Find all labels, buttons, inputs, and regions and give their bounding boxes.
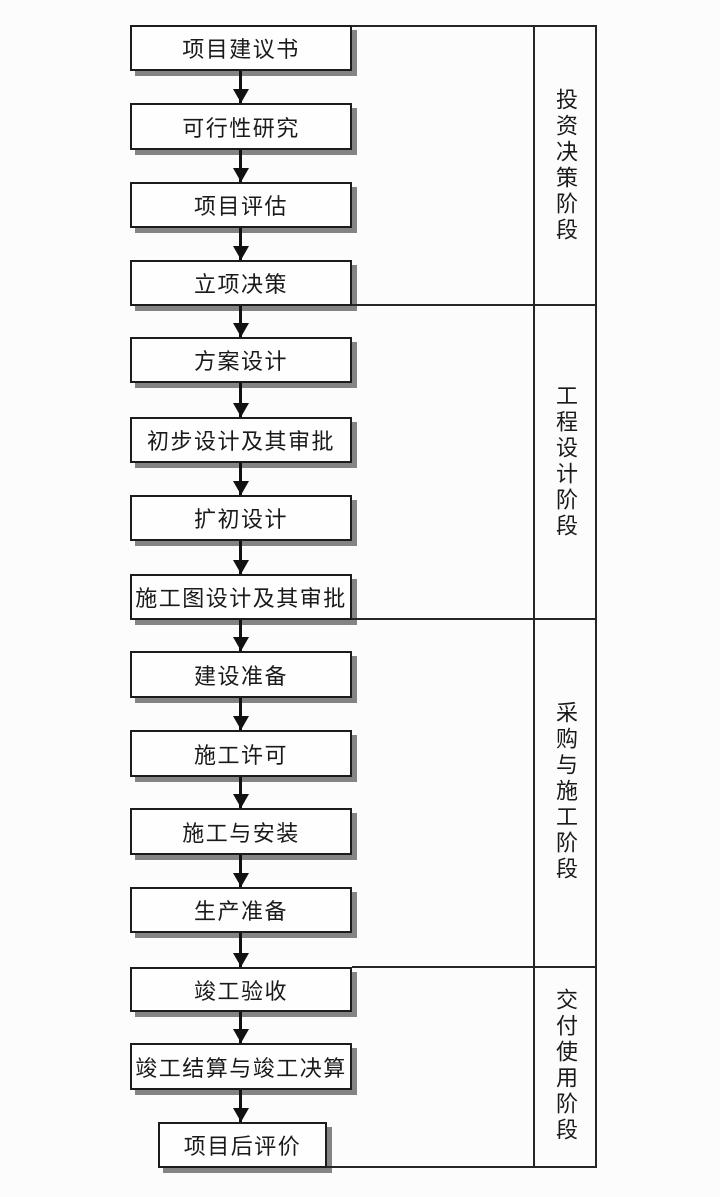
step-construction-preparation: 建设准备 xyxy=(130,651,352,698)
flow-arrow xyxy=(239,463,242,495)
phase-column-right-border xyxy=(595,25,597,1168)
phase-label-text: 投资决策阶段 xyxy=(553,87,578,244)
step-feasibility-study: 可行性研究 xyxy=(130,103,352,150)
step-project-proposal: 项目建议书 xyxy=(130,25,352,71)
step-preliminary-design-approval: 初步设计及其审批 xyxy=(130,417,352,463)
phase-procurement-construction: 采购与施工阶段 xyxy=(533,618,597,966)
step-label: 立项决策 xyxy=(193,272,288,297)
step-label: 生产准备 xyxy=(193,899,288,924)
step-post-project-evaluation: 项目后评价 xyxy=(158,1122,327,1168)
step-label: 竣工结算与竣工决算 xyxy=(135,1055,347,1081)
flow-arrow xyxy=(239,933,242,967)
phase-label-text: 采购与施工阶段 xyxy=(553,701,578,883)
phase-top-line xyxy=(352,25,597,27)
phase-bottom-line xyxy=(327,1166,597,1168)
step-label: 施工图设计及其审批 xyxy=(135,586,347,611)
phase-label-text: 工程设计阶段 xyxy=(553,384,578,540)
step-label: 项目后评价 xyxy=(183,1134,302,1159)
step-project-approval-decision: 立项决策 xyxy=(130,260,352,306)
flow-arrow xyxy=(239,71,242,103)
step-completion-settlement-final-accounts: 竣工结算与竣工决算 xyxy=(130,1043,352,1090)
step-label: 方案设计 xyxy=(193,349,288,374)
phase-delivery-use: 交付使用阶段 xyxy=(533,966,597,1166)
step-scheme-design: 方案设计 xyxy=(130,337,352,383)
flow-arrow xyxy=(239,1012,242,1043)
step-label: 施工与安装 xyxy=(182,820,300,846)
phase-engineering-design: 工程设计阶段 xyxy=(533,306,597,618)
phase-column-left-border xyxy=(533,25,535,1168)
step-production-preparation: 生产准备 xyxy=(130,887,352,933)
step-construction-permit: 施工许可 xyxy=(130,730,352,777)
flow-arrow xyxy=(239,1090,242,1122)
flow-arrow xyxy=(239,777,242,808)
step-construction-and-installation: 施工与安装 xyxy=(130,808,352,855)
phase-investment-decision: 投资决策阶段 xyxy=(533,25,597,306)
flow-arrow xyxy=(239,620,242,651)
step-extended-preliminary-design: 扩初设计 xyxy=(130,495,352,541)
flow-arrow xyxy=(239,306,242,337)
flow-arrow xyxy=(239,698,242,730)
flow-arrow xyxy=(239,855,242,887)
flow-arrow xyxy=(239,383,242,417)
phase-divider-2 xyxy=(352,618,597,620)
step-label: 初步设计及其审批 xyxy=(146,429,335,454)
step-label: 项目建议书 xyxy=(182,37,300,62)
step-completion-acceptance: 竣工验收 xyxy=(130,967,352,1012)
step-label: 施工许可 xyxy=(193,742,288,768)
flow-arrow xyxy=(239,150,242,182)
flow-arrow xyxy=(239,541,242,574)
step-label: 可行性研究 xyxy=(182,115,300,141)
step-project-evaluation: 项目评估 xyxy=(130,182,352,228)
step-label: 竣工验收 xyxy=(193,978,288,1004)
phase-divider-1 xyxy=(352,304,597,306)
step-label: 扩初设计 xyxy=(193,507,288,532)
step-label: 建设准备 xyxy=(193,663,288,689)
phase-divider-3 xyxy=(352,966,597,968)
flow-arrow xyxy=(239,228,242,260)
phase-label-text: 交付使用阶段 xyxy=(553,988,578,1144)
step-construction-drawing-design-approval: 施工图设计及其审批 xyxy=(130,574,352,620)
step-label: 项目评估 xyxy=(193,194,288,219)
